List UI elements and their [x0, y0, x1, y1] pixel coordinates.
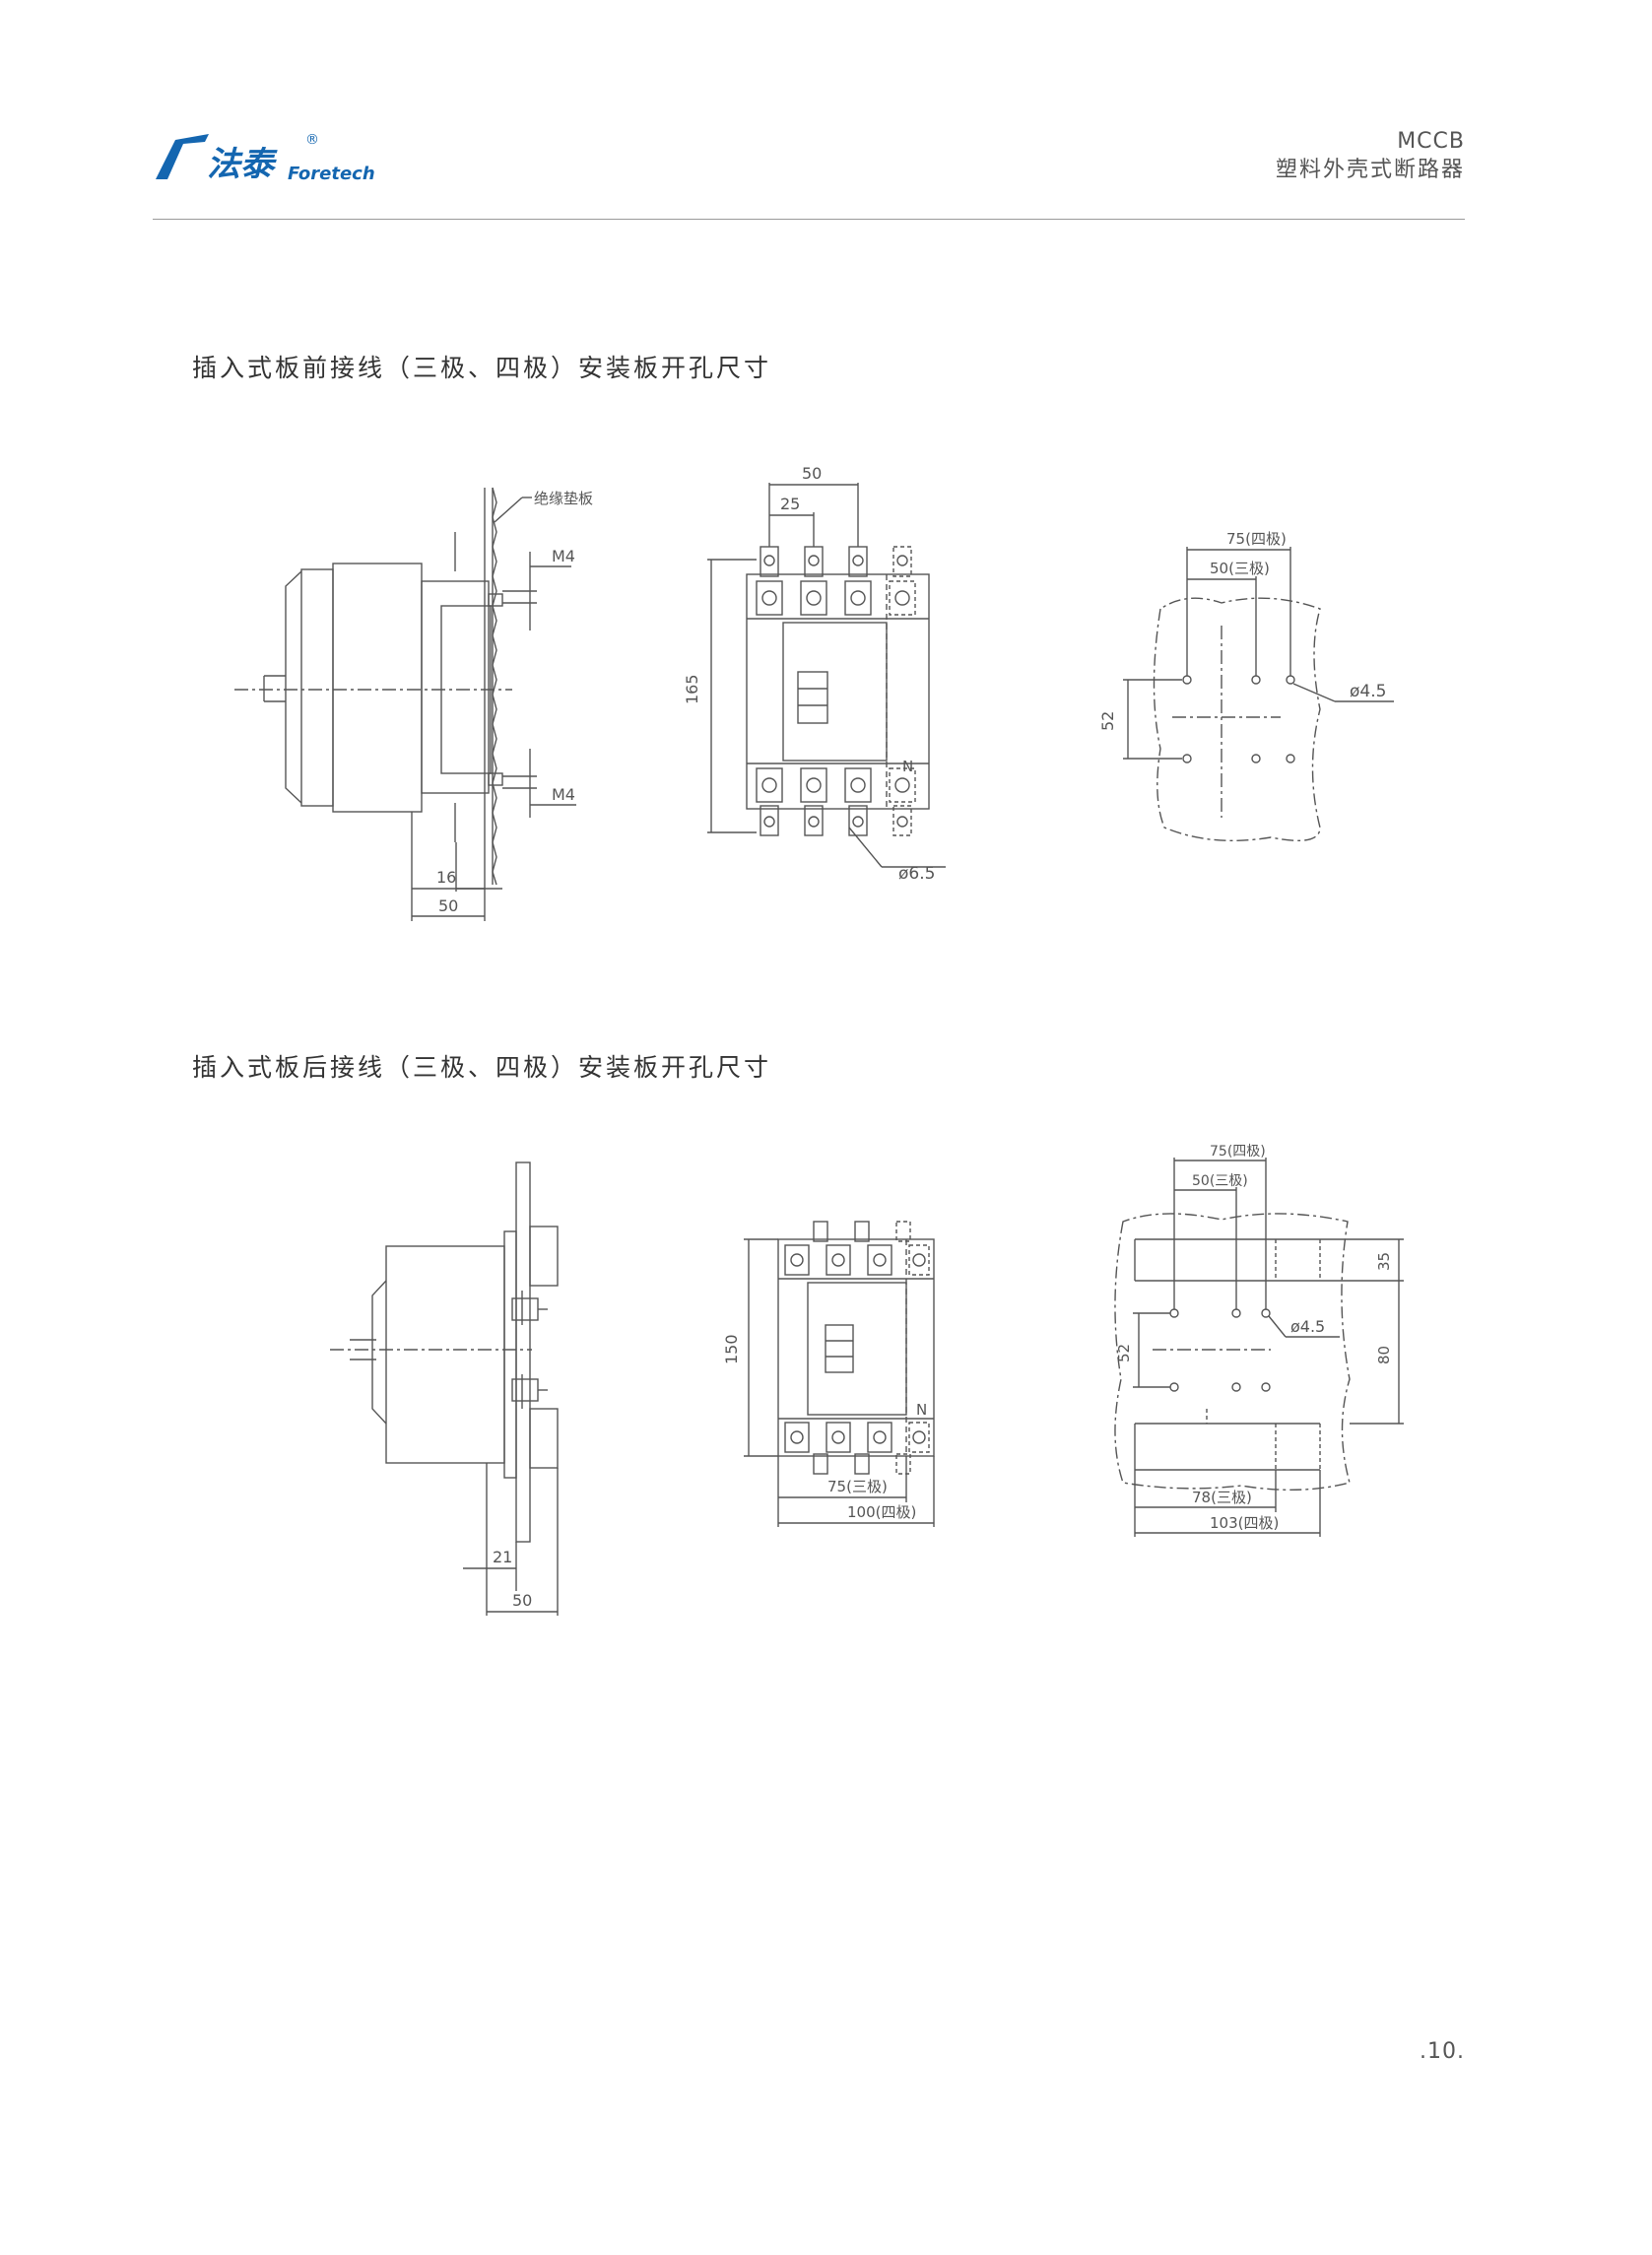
- hole-label-4-5-1: ø4.5: [1350, 682, 1386, 701]
- product-name: 塑料外壳式断路器: [1275, 158, 1465, 182]
- dim-150: 150: [722, 1334, 741, 1364]
- dim-50-rear-side: 50: [512, 1591, 532, 1610]
- section-title-rear: 插入式板后接线（三极、四极）安装板开孔尺寸: [192, 1053, 772, 1082]
- dim-78-three-pole: 78(三极): [1192, 1489, 1252, 1506]
- rear-cutout-drawing: 75(四极) 50(三极) 35 80 52 ø4.5 78(三极) 103(四…: [1114, 1144, 1404, 1537]
- neutral-label-2: N: [916, 1401, 927, 1419]
- dim-100-four-pole: 100(四极): [847, 1503, 916, 1521]
- dim-75-three-pole-rear: 75(三极): [827, 1478, 888, 1495]
- dim-50-top: 50: [802, 464, 822, 483]
- front-side-view-drawing: 绝缘垫板 M4 M4 16 50: [234, 487, 593, 921]
- section-title-front: 插入式板前接线（三极、四极）安装板开孔尺寸: [192, 354, 772, 382]
- dim-103-four-pole: 103(四极): [1210, 1514, 1279, 1532]
- dim-21: 21: [493, 1548, 512, 1566]
- callout-insulation: 绝缘垫板: [534, 490, 593, 507]
- dim-16: 16: [436, 868, 456, 887]
- dim-50-three-pole-rear-cutout: 50(三极): [1192, 1173, 1248, 1189]
- dim-35: 35: [1375, 1252, 1393, 1271]
- dim-52: 52: [1098, 711, 1117, 731]
- product-code: MCCB: [1397, 129, 1465, 154]
- brand-logo: 法泰 ® Foretech: [148, 128, 394, 187]
- dim-52-rear: 52: [1115, 1344, 1133, 1362]
- rear-front-view-drawing: N 150 75(三极) 100(四极): [722, 1221, 935, 1527]
- dim-m4-top: M4: [552, 547, 575, 565]
- hole-label-4-5-2: ø4.5: [1290, 1317, 1325, 1336]
- rear-side-view-drawing: 21 50: [330, 1161, 559, 1616]
- dim-50-side: 50: [438, 896, 458, 915]
- header-product: MCCB 塑料外壳式断路器: [1276, 128, 1465, 185]
- dim-50-three-pole: 50(三极): [1210, 560, 1270, 577]
- dim-165: 165: [683, 674, 701, 704]
- brand-en: Foretech: [288, 164, 375, 184]
- brand-cn: 法泰: [207, 145, 278, 184]
- dim-80: 80: [1375, 1346, 1393, 1364]
- dim-75-four-pole: 75(四极): [1226, 530, 1287, 548]
- page-number: .10.: [1420, 2039, 1465, 2064]
- logo-swoosh-icon: [156, 134, 209, 179]
- dim-75-four-pole-rear-cutout: 75(四极): [1210, 1144, 1266, 1160]
- dim-m4-bottom: M4: [552, 785, 575, 804]
- hole-label-6-5: ø6.5: [898, 864, 935, 884]
- header-divider: [153, 219, 1465, 220]
- neutral-label-1: N: [902, 758, 913, 775]
- registered-mark: ®: [305, 132, 319, 148]
- dim-25-top: 25: [780, 495, 800, 513]
- front-front-view-drawing: N 50 25: [683, 464, 946, 884]
- front-cutout-drawing: 75(四极) 50(三极) 52 ø4.5: [1098, 530, 1394, 842]
